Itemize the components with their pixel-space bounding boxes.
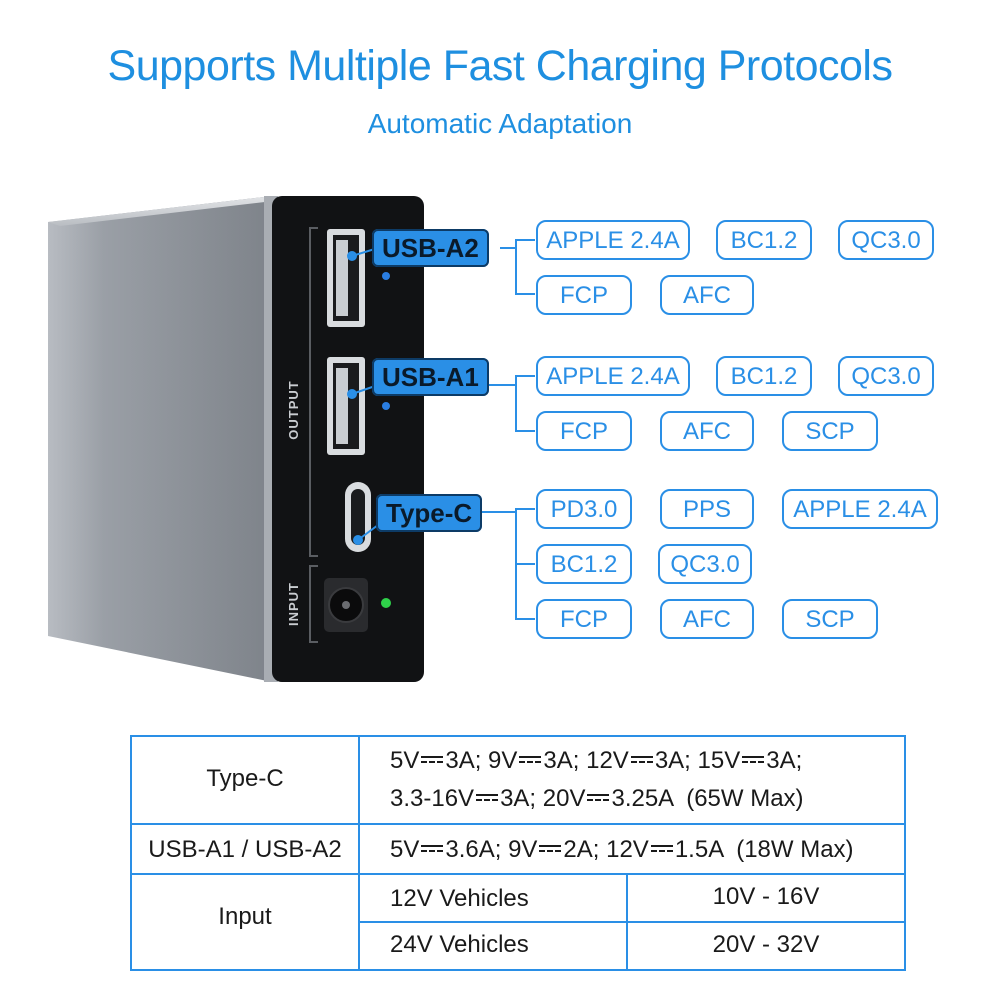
protocol-pill: APPLE 2.4A xyxy=(782,489,938,529)
device-side-panel xyxy=(48,196,272,682)
input-label: INPUT xyxy=(286,582,301,626)
protocol-pill: QC3.0 xyxy=(838,356,934,396)
port-tag-usb-a1: USB-A1 xyxy=(372,358,489,396)
protocol-pill: AFC xyxy=(660,411,754,451)
spec-input-range: 20V - 32V xyxy=(712,931,820,958)
protocol-pill: QC3.0 xyxy=(838,220,934,260)
spec-input-vehicle: 24V Vehicles xyxy=(390,931,529,958)
spec-label-usb-a: USB-A1 / USB-A2 xyxy=(148,836,342,863)
port-tag-usb-a2: USB-A2 xyxy=(372,229,489,267)
output-label: OUTPUT xyxy=(286,380,301,439)
protocol-pill: BC1.2 xyxy=(716,356,812,396)
protocol-pill: SCP xyxy=(782,411,878,451)
protocol-pill: APPLE 2.4A xyxy=(536,356,690,396)
protocol-pill: FCP xyxy=(536,411,632,451)
page-title: Supports Multiple Fast Charging Protocol… xyxy=(107,42,893,90)
connector-lines xyxy=(347,239,535,620)
protocol-pill: PD3.0 xyxy=(536,489,632,529)
protocol-pill: AFC xyxy=(660,275,754,315)
protocol-pill: QC3.0 xyxy=(658,544,752,584)
spec-label-input: Input xyxy=(218,903,272,930)
protocol-pill: AFC xyxy=(660,599,754,639)
spec-input-range: 10V - 16V xyxy=(712,883,820,910)
spec-input-vehicle: 12V Vehicles xyxy=(390,885,529,912)
port-tag-type-c: Type-C xyxy=(376,494,483,532)
protocol-pill: APPLE 2.4A xyxy=(536,220,690,260)
protocol-pill: BC1.2 xyxy=(536,544,632,584)
page-subtitle: Automatic Adaptation xyxy=(367,108,633,139)
protocol-pill: FCP xyxy=(536,599,632,639)
protocol-pill: SCP xyxy=(782,599,878,639)
protocol-pill: BC1.2 xyxy=(716,220,812,260)
protocol-pill: PPS xyxy=(660,489,754,529)
spec-label-type-c: Type-C xyxy=(206,765,284,792)
protocol-pill: FCP xyxy=(536,275,632,315)
car-charger-device: OUTPUT INPUT xyxy=(48,196,535,682)
power-led xyxy=(381,598,391,608)
